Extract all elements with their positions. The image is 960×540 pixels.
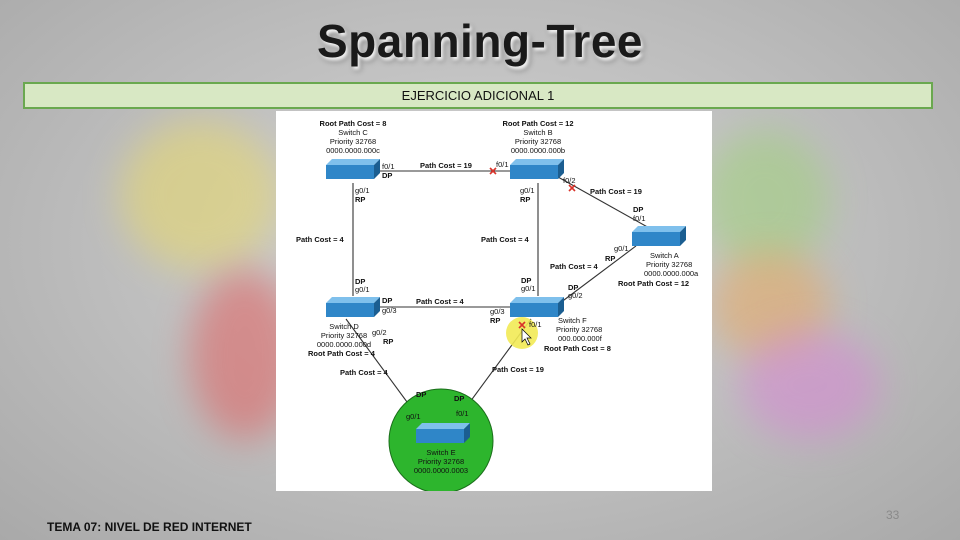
switch-f-port-dp-right: DP <box>568 283 578 292</box>
link-b-f-cost: Path Cost = 4 <box>481 235 530 244</box>
switch-b-port-f02: f0/2 <box>563 176 576 185</box>
switch-c-root-cost: Root Path Cost = 8 <box>320 119 387 128</box>
link-c-b-cost: Path Cost = 19 <box>420 161 472 170</box>
link-b-a-cost: Path Cost = 19 <box>590 187 642 196</box>
switch-b-name: Switch B <box>523 128 552 137</box>
switch-d-port-g02: g0/2 <box>372 328 387 337</box>
background-patch-pink <box>740 330 880 440</box>
switch-a-icon <box>632 226 686 246</box>
switch-f-port-f01: f0/1 <box>529 320 542 329</box>
switch-b-mac: 0000.0000.000b <box>511 146 565 155</box>
switch-c-port-g01: g0/1 <box>355 186 370 195</box>
switch-c-priority: Priority 32768 <box>330 137 376 146</box>
link-f-e-cost: Path Cost = 19 <box>492 365 544 374</box>
link-f-a-cost: Path Cost = 4 <box>550 262 599 271</box>
switch-f-icon <box>510 297 564 317</box>
switch-f-port-g01: g0/1 <box>521 284 536 293</box>
switch-f-port-g02: g0/2 <box>568 291 583 300</box>
switch-f-name: Switch F <box>558 316 587 325</box>
footer-topic: TEMA 07: NIVEL DE RED INTERNET <box>47 520 252 534</box>
switch-d-root-cost: Root Path Cost = 4 <box>308 349 376 358</box>
switch-a-priority: Priority 32768 <box>646 260 692 269</box>
switch-c-port-dp: DP <box>382 171 392 180</box>
switch-e-port-g01: g0/1 <box>406 412 421 421</box>
topology-svg: Root Path Cost = 8 Switch C Priority 327… <box>296 119 699 491</box>
page-number: 33 <box>886 508 900 522</box>
slide-title: Spanning-Tree <box>317 15 643 67</box>
switch-f-mac: 000.000.000f <box>558 334 603 343</box>
mouse-pointer-icon <box>521 328 532 346</box>
switch-f-priority: Priority 32768 <box>556 325 602 334</box>
switch-e-mac: 0000.0000.0003 <box>414 466 468 475</box>
switch-d-port-rp: RP <box>383 337 393 346</box>
switch-e-port-dp-left: DP <box>416 390 426 399</box>
switch-b-icon <box>510 159 564 179</box>
switch-a-port-dp: DP <box>633 205 643 214</box>
switch-a-name: Switch A <box>650 251 679 260</box>
switch-e-port-dp-right: DP <box>454 394 464 403</box>
switch-a-port-g01: g0/1 <box>614 244 629 253</box>
switch-a-port-f01: f0/1 <box>633 214 646 223</box>
switch-a-mac: 0000.0000.000a <box>644 269 699 278</box>
switch-f-port-dp-top: DP <box>521 276 531 285</box>
link-d-f-cost: Path Cost = 4 <box>416 297 465 306</box>
switch-c-port-rp: RP <box>355 195 365 204</box>
switch-b-priority: Priority 32768 <box>515 137 561 146</box>
switch-d-port-dp-right: DP <box>382 296 392 305</box>
switch-d-port-g03: g0/3 <box>382 306 397 315</box>
switch-e-port-f01: f0/1 <box>456 409 469 418</box>
switch-a-root-cost: Root Path Cost = 12 <box>618 279 689 288</box>
switch-a-port-rp: RP <box>605 254 615 263</box>
switch-d-name: Switch D <box>329 322 359 331</box>
switch-b-port-f01: f0/1 <box>496 160 509 169</box>
background-patch-green <box>700 130 830 270</box>
switch-b-port-g01: g0/1 <box>520 186 535 195</box>
switch-c-mac: 0000.0000.000c <box>326 146 380 155</box>
switch-f-port-rp: RP <box>490 316 500 325</box>
switch-b-root-cost: Root Path Cost = 12 <box>502 119 573 128</box>
switch-c-icon <box>326 159 380 179</box>
switch-d-port-dp-top: DP <box>355 277 365 286</box>
spanning-tree-diagram: Root Path Cost = 8 Switch C Priority 327… <box>276 111 712 491</box>
link-c-d-cost: Path Cost = 4 <box>296 235 345 244</box>
exercise-banner: EJERCICIO ADICIONAL 1 <box>23 82 933 109</box>
switch-e-priority: Priority 32768 <box>418 457 464 466</box>
switch-e-name: Switch E <box>426 448 455 457</box>
background-patch-yellow <box>120 120 280 270</box>
switch-c-name: Switch C <box>338 128 368 137</box>
switch-f-root-cost: Root Path Cost = 8 <box>544 344 611 353</box>
link-d-e-cost: Path Cost = 4 <box>340 368 389 377</box>
link-f-a <box>559 245 637 304</box>
switch-d-icon <box>326 297 380 317</box>
switch-d-mac: 0000.0000.000d <box>317 340 371 349</box>
blocked-port-icons <box>489 167 576 329</box>
switch-e-icon <box>416 423 470 443</box>
switch-b-port-rp: RP <box>520 195 530 204</box>
switch-c-port-f01: f0/1 <box>382 162 395 171</box>
switch-d-priority: Priority 32768 <box>321 331 367 340</box>
switch-d-port-g01: g0/1 <box>355 285 370 294</box>
switch-f-port-g03: g0/3 <box>490 307 505 316</box>
